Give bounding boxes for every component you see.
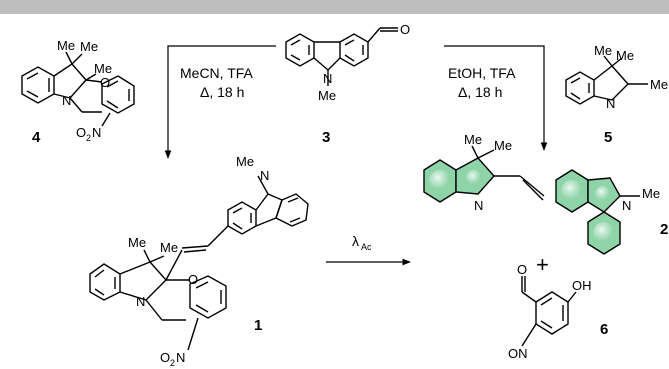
c1-me-2: Me [160, 240, 178, 255]
left-condition-solvent: MeCN, TFA [180, 65, 254, 81]
c1-no2-o: O [160, 350, 170, 365]
c4-no2-n: N [92, 125, 101, 140]
right-condition-solvent: EtOH, TFA [448, 65, 516, 81]
c6-aldehyde-o: O [517, 262, 527, 277]
c4-me-3: Me [94, 61, 112, 76]
c1-carbazole-n: N [260, 168, 269, 183]
c2-me-1: Me [464, 132, 482, 147]
compound-2-structure [423, 145, 640, 255]
c1-me-1: Me [128, 235, 146, 250]
c5-me-3: Me [650, 77, 668, 92]
compound-6-label: 6 [600, 321, 608, 338]
c4-me-2: Me [80, 39, 98, 54]
c4-no2-sub: 2 [86, 133, 91, 143]
compound-2-label: 2 [660, 221, 668, 238]
c1-n-atom: N [136, 294, 145, 309]
c1-o-atom: O [188, 272, 198, 287]
c2-carbazole-n: N [622, 198, 631, 213]
c4-me-1: Me [57, 38, 75, 53]
c4-n-atom: N [62, 93, 71, 108]
compound-6-structure [521, 276, 577, 347]
compound-3-label: 3 [322, 129, 330, 146]
c1-no2-n: N [176, 350, 185, 365]
c4-no2-o: O [76, 125, 86, 140]
compound-5-structure [565, 55, 648, 105]
compound-1-structure [89, 175, 309, 351]
c1-no2-sub: 2 [170, 358, 175, 368]
c2-n-atom: N [474, 198, 483, 213]
compound-3-structure [285, 27, 398, 86]
compound-4-label: 4 [32, 129, 41, 146]
top-border-bar [0, 0, 669, 14]
irradiation-lambda: λ [352, 233, 359, 249]
c2-carbazole-me: Me [642, 186, 660, 201]
c5-me-2: Me [616, 48, 634, 63]
right-reaction-arrow [444, 45, 548, 151]
c5-me-1: Me [594, 43, 612, 58]
c3-n-atom: N [323, 71, 332, 86]
c4-o-atom: O [100, 75, 110, 90]
c1-carbazole-me: Me [236, 154, 254, 169]
compound-1-label: 1 [254, 317, 262, 334]
c3-aldehyde-o: O [400, 22, 410, 37]
c6-oh: OH [572, 278, 592, 293]
c3-n-me: Me [318, 88, 336, 103]
left-condition-time: Δ, 18 h [200, 84, 244, 100]
plus-sign: + [536, 252, 549, 277]
c2-me-2: Me [494, 138, 512, 153]
compound-4-structure [21, 51, 135, 127]
c5-n-atom: N [606, 96, 615, 111]
right-condition-time: Δ, 18 h [458, 84, 502, 100]
left-reaction-arrow [164, 45, 276, 159]
compound-5-label: 5 [604, 129, 612, 146]
c6-on: ON [508, 346, 528, 361]
irradiation-sub: Ac [361, 242, 372, 252]
